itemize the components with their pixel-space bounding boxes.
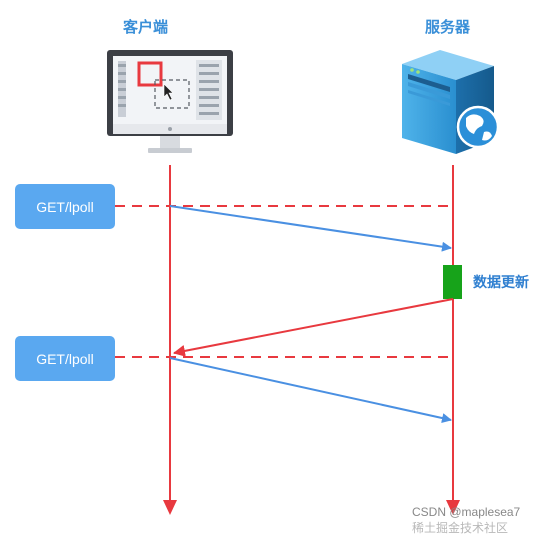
watermark-faint: 稀土掘金技术社区 — [412, 521, 509, 535]
request-box-1: GET/lpoll — [15, 184, 115, 229]
watermark-main: CSDN @maplesea7 — [412, 505, 521, 519]
client-computer-icon — [107, 50, 233, 153]
watermark: CSDN @maplesea7 稀土掘金技术社区 — [412, 505, 520, 536]
data-update-block — [443, 265, 462, 299]
server-label: 服务器 — [425, 18, 471, 36]
request-box-2: GET/lpoll — [15, 336, 115, 381]
request-arrow-1 — [169, 205, 452, 252]
data-update-label: 数据更新 — [473, 275, 529, 291]
server-icon — [402, 50, 500, 154]
client-label: 客户端 — [123, 18, 169, 36]
client-lifeline-arrowhead — [163, 500, 177, 515]
server-lifeline-arrowhead — [446, 500, 460, 515]
response-arrow — [173, 298, 454, 357]
request-arrow-2 — [169, 357, 452, 423]
